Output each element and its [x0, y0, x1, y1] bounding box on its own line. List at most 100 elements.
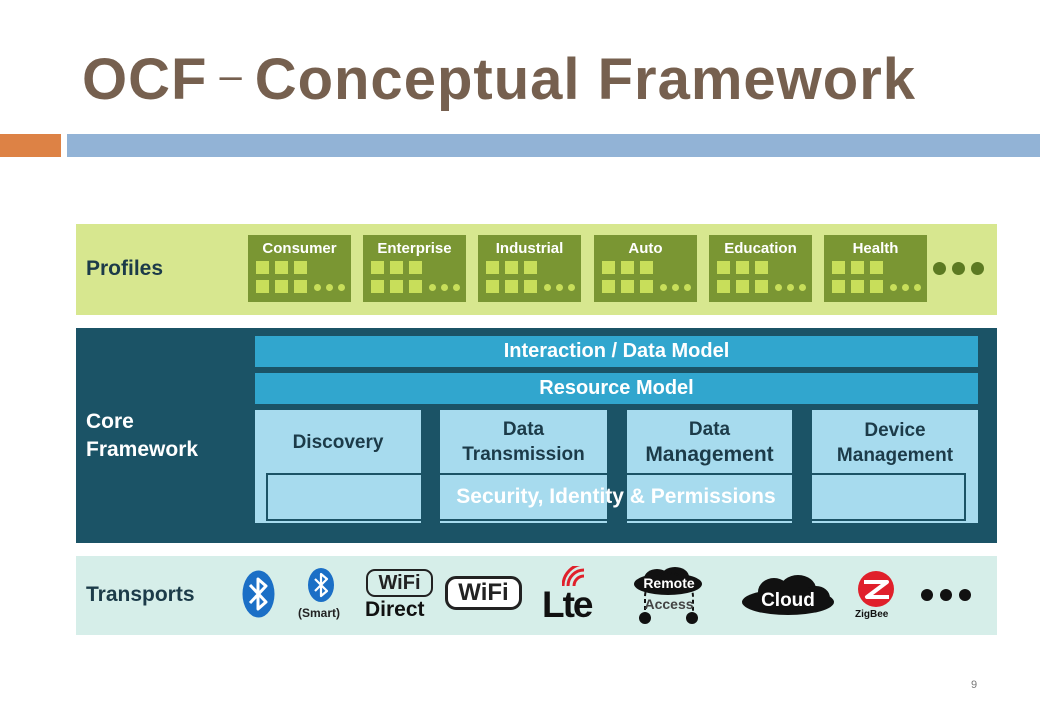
more-dot: [971, 262, 984, 275]
wifi-icon: WiFi: [445, 576, 522, 610]
profile-dot: [326, 284, 333, 291]
zigbee-icon: [858, 571, 894, 607]
profile-dot: [787, 284, 794, 291]
more-dot: [952, 262, 965, 275]
profile-card-label: Health: [852, 240, 899, 257]
profile-dot: [441, 284, 448, 291]
core-label-line2: Framework: [86, 438, 199, 461]
profile-square: [832, 280, 845, 293]
bluetooth-smart-icon: [308, 568, 334, 602]
cloud-icon: [742, 575, 834, 615]
profile-square: [832, 261, 845, 274]
profile-card-health: Health: [824, 235, 927, 302]
profile-square: [486, 280, 499, 293]
accent-bar-orange: [0, 134, 61, 157]
core-label: Core Framework: [86, 408, 198, 464]
profile-square: [409, 280, 422, 293]
profile-square: [870, 280, 883, 293]
profile-dot: [429, 284, 436, 291]
bluetooth-icon: [242, 570, 275, 618]
bluetooth-smart-label: (Smart): [298, 606, 341, 620]
profile-square: [275, 261, 288, 274]
remote-access-line2: Access: [644, 596, 694, 612]
profile-dot: [684, 284, 691, 291]
profile-square: [640, 280, 653, 293]
discovery-box: Discovery: [255, 410, 421, 523]
lte-signal-icon: [562, 566, 585, 587]
profile-square: [256, 280, 269, 293]
profile-square: [371, 280, 384, 293]
profiles-label: Profiles: [86, 257, 164, 280]
slide-title: OCF–Conceptual Framework: [82, 46, 916, 113]
security-identity-permissions: Security, Identity & Permissions: [266, 473, 966, 521]
wifi-direct-label: Direct: [365, 598, 425, 621]
profile-card-education: Education: [709, 235, 812, 302]
title-dash: –: [219, 54, 243, 98]
profile-square: [851, 280, 864, 293]
device-management-line1: Device: [864, 420, 926, 441]
profile-square: [717, 280, 730, 293]
profile-square: [524, 280, 537, 293]
profile-square: [851, 261, 864, 274]
profile-square: [602, 280, 615, 293]
core-framework-band: Core Framework Interaction / Data Model …: [76, 328, 997, 543]
title-main: OCF: [82, 47, 208, 112]
profile-square: [717, 261, 730, 274]
device-management-box: Device Management: [812, 410, 978, 523]
profile-square: [870, 261, 883, 274]
data-management-box: Data Management: [627, 410, 792, 523]
profile-square: [736, 261, 749, 274]
profile-square: [505, 261, 518, 274]
profile-dot: [338, 284, 345, 291]
profile-square: [409, 261, 422, 274]
profile-dot: [660, 284, 667, 291]
profile-card-label: Auto: [628, 240, 663, 257]
data-management-line1: Data: [688, 419, 731, 440]
remote-access-line1: Remote: [643, 575, 695, 591]
profile-dot: [775, 284, 782, 291]
profile-square: [371, 261, 384, 274]
profile-square: [755, 261, 768, 274]
data-transmission-box: Data Transmission: [440, 410, 607, 523]
transports-label: Transports: [86, 583, 195, 606]
profile-square: [390, 261, 403, 274]
profile-dot: [799, 284, 806, 291]
profile-dot: [902, 284, 909, 291]
profile-square: [256, 261, 269, 274]
profile-card-label: Education: [724, 240, 797, 257]
profile-square: [524, 261, 537, 274]
profile-square: [602, 261, 615, 274]
profile-card-enterprise: Enterprise: [363, 235, 466, 302]
profile-dot: [453, 284, 460, 291]
profile-dot: [556, 284, 563, 291]
transports-band: Transports (Smart) WiFi Direct WiFi Lte …: [76, 556, 997, 635]
profile-dot: [314, 284, 321, 291]
profile-card-consumer: Consumer: [248, 235, 351, 302]
resource-model-bar: Resource Model: [255, 373, 978, 404]
accent-bar-blue: [67, 134, 1040, 157]
profile-card-industrial: Industrial: [478, 235, 581, 302]
profiles-band: Profiles Consumer Enterprise Industrial Aut…: [76, 224, 997, 315]
profile-dot: [544, 284, 551, 291]
page-number: 9: [971, 679, 978, 691]
cloud-label: Cloud: [761, 590, 815, 611]
profile-dot: [890, 284, 897, 291]
remote-access-icon: [634, 567, 702, 624]
data-management-line2: Management: [645, 443, 774, 466]
lte-icon: Lte: [542, 584, 593, 625]
profile-dot: [672, 284, 679, 291]
more-dot: [933, 262, 946, 275]
core-label-line1: Core: [86, 410, 134, 433]
wifi-direct-logo: WiFi: [366, 569, 433, 597]
profile-square: [275, 280, 288, 293]
profile-square: [505, 280, 518, 293]
profile-square: [755, 280, 768, 293]
profile-card-label: Enterprise: [377, 240, 452, 257]
profile-card-label: Consumer: [262, 240, 337, 257]
profile-dot: [568, 284, 575, 291]
title-rest: Conceptual Framework: [254, 47, 917, 112]
profile-square: [390, 280, 403, 293]
profile-card-auto: Auto: [594, 235, 697, 302]
data-transmission-line2: Transmission: [462, 444, 585, 465]
zigbee-label: ZigBee: [855, 609, 889, 620]
